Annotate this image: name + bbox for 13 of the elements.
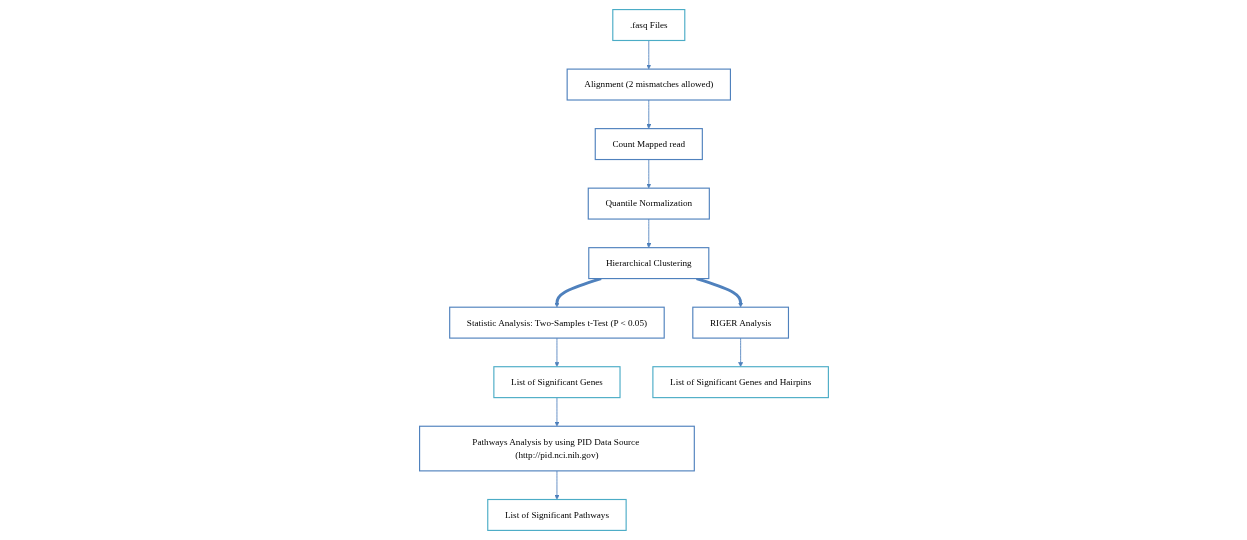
- node-box: List of Significant Genes and Hairpins: [651, 366, 829, 399]
- arrow: [695, 277, 743, 308]
- node-box: List of Significant Pathways: [486, 498, 627, 531]
- node-box: Count Mapped read: [594, 128, 703, 161]
- node-box: Hierarchical Clustering: [587, 247, 709, 280]
- node-box: RIGER Analysis: [691, 306, 789, 339]
- node-box: Alignment (2 mismatches allowed): [566, 68, 731, 101]
- arrow: [553, 277, 602, 308]
- node-box: Quantile Normalization: [587, 187, 710, 220]
- node-box: .fasq Files: [611, 9, 685, 42]
- node-box: List of Significant Genes: [492, 366, 621, 399]
- node-box: Statistic Analysis: Two-Samples t-Test (P < 0.05): [448, 306, 665, 339]
- node-box: Pathways Analysis by using PID Data Source (http://pid.nci.nih.gov): [418, 425, 695, 472]
